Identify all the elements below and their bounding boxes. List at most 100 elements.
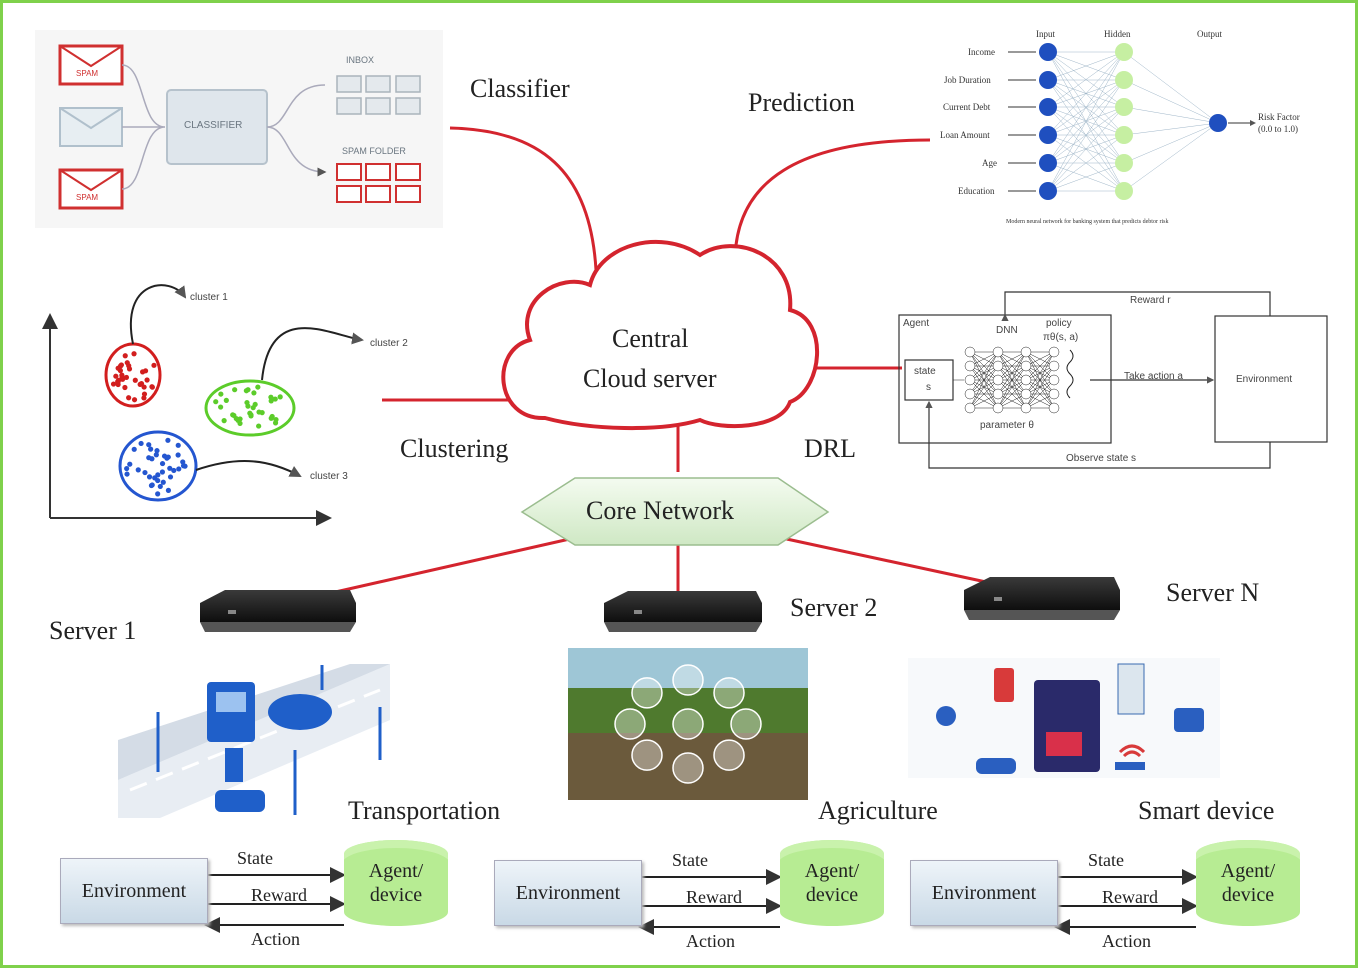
cluster-3-point <box>160 479 166 485</box>
nn-hidden-node <box>1115 126 1133 144</box>
dnn-node <box>964 402 976 414</box>
nn-edge <box>1047 51 1125 164</box>
nn-edge <box>1047 51 1125 136</box>
loop2-agent: Agent/device <box>780 840 884 926</box>
cluster-2-point <box>218 391 224 397</box>
nn-hidden-node <box>1115 98 1133 116</box>
drl-dnn: DNN <box>996 325 1018 336</box>
cluster-2-point <box>251 390 257 396</box>
nn-edge <box>1123 122 1219 192</box>
cluster-1-point <box>137 381 143 388</box>
nn-hidden-node <box>1115 154 1133 172</box>
cluster-2-point <box>245 387 251 393</box>
cluster-2-point <box>245 403 251 409</box>
nn-input-1: Job Duration <box>944 75 991 85</box>
dnn-edge <box>1025 379 1055 409</box>
nn-edge <box>1123 122 1219 136</box>
cluster-2-point <box>277 394 283 400</box>
cluster-1-point <box>117 367 123 374</box>
cluster-1-point <box>118 362 124 368</box>
agri-sensor-icon <box>614 708 646 740</box>
link-classifier <box>449 126 598 271</box>
fridge-icon <box>1117 663 1145 715</box>
watch-icon <box>936 706 956 726</box>
nn-hidden-node <box>1115 71 1133 89</box>
cluster-1-point <box>110 381 117 387</box>
loop3-action: Action <box>1102 931 1151 951</box>
phone-icon <box>994 668 1014 702</box>
drl-take-action: Take action a <box>1124 371 1183 382</box>
cluster-3-point <box>159 460 166 467</box>
cluster-3-point <box>165 454 171 460</box>
loop1-action: Action <box>251 929 300 949</box>
dnn-node <box>992 360 1004 372</box>
dnn-edge <box>969 351 999 381</box>
cluster-3-point <box>155 472 161 478</box>
cluster-3-point <box>154 448 160 454</box>
cluster-3-point <box>146 442 152 448</box>
cluster-3-point <box>146 474 153 480</box>
cluster-2-point <box>248 413 254 419</box>
classifier-box-text: CLASSIFIER <box>184 120 243 131</box>
cluster-3-point <box>135 467 141 473</box>
prediction-panel <box>1008 43 1256 200</box>
dnn-edge <box>997 365 1027 409</box>
classifier-panel <box>35 30 443 228</box>
nn-hidden-header: Hidden <box>1104 29 1131 39</box>
cluster-3-point <box>167 474 174 480</box>
cluster-3-point <box>167 465 173 471</box>
link-core-serverN <box>781 536 1001 587</box>
loop1-agent: Agent/device <box>344 840 448 926</box>
dnn-node <box>964 388 976 400</box>
drl-parameter: parameter θ <box>980 420 1034 431</box>
cluster-2-point <box>233 415 239 422</box>
nn-input-node <box>1039 43 1057 61</box>
dnn-edge <box>969 365 999 409</box>
cluster-1-point <box>132 377 138 383</box>
dnn-edge <box>997 351 1027 409</box>
cloud-shape <box>501 239 820 431</box>
cluster-1-point <box>115 377 122 383</box>
nn-input-node <box>1039 126 1057 144</box>
cluster-1-point <box>126 395 132 401</box>
dnn-edge <box>997 379 1027 409</box>
cluster-2-point <box>221 418 227 424</box>
cluster-3-point <box>176 466 182 472</box>
cluster-3-point <box>155 491 161 497</box>
nn-edge <box>1047 51 1125 81</box>
dnn-node <box>1020 360 1032 372</box>
server1-device <box>200 590 356 632</box>
agri-sensor-icon <box>672 752 704 784</box>
cluster-3-label: cluster 3 <box>310 471 348 482</box>
loop3-agent-l2: device <box>1221 884 1275 906</box>
cluster-3-point <box>146 455 152 461</box>
drl-reward: Reward r <box>1130 295 1171 306</box>
cluster-1-point <box>141 395 147 401</box>
prediction-label: Prediction <box>748 88 855 117</box>
dnn-node <box>1048 374 1060 386</box>
nn-edge <box>1123 79 1219 124</box>
loop1-state: State <box>237 848 273 868</box>
cluster-3-point <box>157 483 163 490</box>
dnn-edge <box>1025 365 1055 409</box>
cluster-3-point <box>127 461 133 467</box>
clustering-panel <box>42 284 364 526</box>
cluster-2-point <box>237 420 243 426</box>
cluster-3-point <box>180 459 186 465</box>
cluster-1-point <box>131 397 138 403</box>
cluster-1-point <box>141 391 148 397</box>
cluster-3-point <box>165 437 171 443</box>
dnn-node <box>992 402 1004 414</box>
nn-hidden-node <box>1115 43 1133 61</box>
loop3-state: State <box>1088 850 1124 870</box>
dnn-edge <box>1025 351 1055 409</box>
dnn-edge <box>969 379 999 409</box>
cluster-3-point <box>153 452 159 458</box>
drl-environment-box <box>1214 315 1328 443</box>
drl-panel <box>898 291 1328 469</box>
dnn-node <box>992 346 1004 358</box>
nn-risk-factor: Risk Factor <box>1258 112 1300 122</box>
cluster-3-point <box>124 471 130 477</box>
dnn-edge <box>969 351 999 395</box>
nn-input-0: Income <box>968 47 995 57</box>
